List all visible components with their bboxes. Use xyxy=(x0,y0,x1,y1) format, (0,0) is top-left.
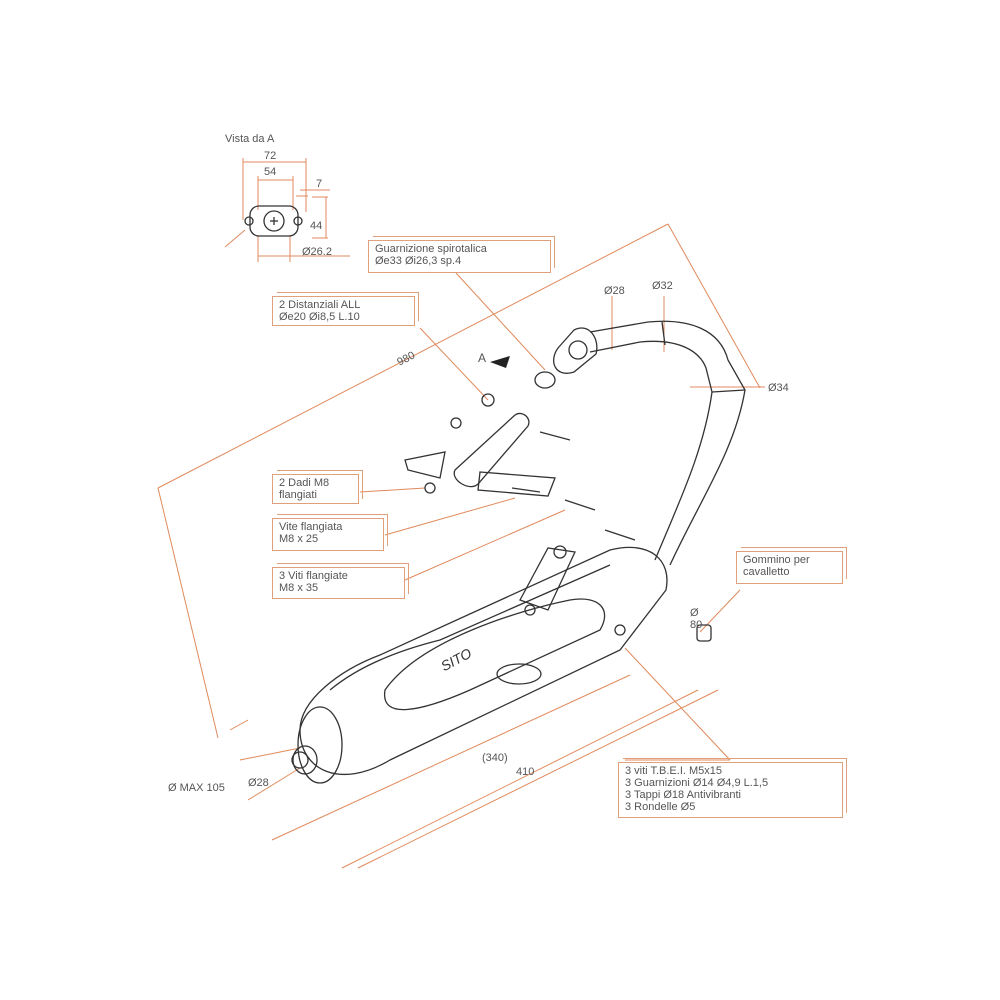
dim-max-diameter: Ø MAX 105 xyxy=(168,782,225,794)
callout-kit-line2: 3 Guarnizioni Ø14 Ø4,9 L.1,5 xyxy=(625,777,769,789)
dim-54: 54 xyxy=(264,166,277,178)
callout-spacers: 2 Distanziali ALL Øe20 Øi8,5 L.10 xyxy=(272,292,419,326)
brand-logo: SITO xyxy=(438,645,474,674)
dim-32: Ø32 xyxy=(652,280,673,292)
callout-kit-line1: 3 viti T.B.E.I. M5x15 xyxy=(625,765,723,777)
callout-nuts: 2 Dadi M8 flangiati xyxy=(272,470,363,504)
callout-screw-line2: M8 x 25 xyxy=(279,533,319,545)
dimension-lines xyxy=(157,158,765,869)
callout-gasket-line1: Guarnizione spirotalica xyxy=(375,243,487,255)
dim-flange-diameter: Ø26.2 xyxy=(302,246,332,258)
dim-28-bottom: Ø28 xyxy=(248,777,269,789)
dim-72: 72 xyxy=(264,150,277,162)
callout-screws3-line2: M8 x 35 xyxy=(279,582,319,594)
callout-rubber-line1: Gommino per xyxy=(743,554,810,566)
dim-28-top: Ø28 xyxy=(604,285,625,297)
callout-rubber: Gommino per cavalletto xyxy=(736,547,847,584)
dim-rubber-b: 80 xyxy=(690,619,703,631)
callout-gasket: Guarnizione spirotalica Øe33 Øi26,3 sp.4 xyxy=(368,236,555,273)
view-arrow-icon xyxy=(490,356,510,368)
callout-screw-line1: Vite flangiata xyxy=(279,521,343,533)
callout-kit-line3: 3 Tappi Ø18 Antivibranti xyxy=(625,789,741,801)
callout-nuts-line1: 2 Dadi M8 xyxy=(279,477,330,489)
view-arrow-label: A xyxy=(478,351,487,365)
callout-kit-line4: 3 Rondelle Ø5 xyxy=(625,801,696,813)
dim-340: (340) xyxy=(482,752,508,764)
callout-spacers-line2: Øe20 Øi8,5 L.10 xyxy=(279,311,360,323)
callout-spacers-line1: 2 Distanziali ALL xyxy=(279,299,361,311)
exhaust-outline xyxy=(244,205,746,784)
dim-34: Ø34 xyxy=(768,382,789,394)
callout-nuts-line2: flangiati xyxy=(279,489,317,501)
dim-410: 410 xyxy=(516,766,535,778)
dim-rubber-a: Ø xyxy=(690,607,699,619)
callout-gasket-line2: Øe33 Øi26,3 sp.4 xyxy=(375,255,462,267)
dim-44: 44 xyxy=(310,220,323,232)
callout-screw: Vite flangiata M8 x 25 xyxy=(272,514,388,551)
callout-screws3: 3 Viti flangiate M8 x 35 xyxy=(272,563,409,599)
view-title: Vista da A xyxy=(225,133,275,145)
callout-rubber-line2: cavalletto xyxy=(743,566,790,578)
callout-screws3-line1: 3 Viti flangiate xyxy=(279,570,348,582)
dim-7: 7 xyxy=(316,178,323,190)
callout-kit: 3 viti T.B.E.I. M5x15 3 Guarnizioni Ø14 … xyxy=(618,758,847,818)
